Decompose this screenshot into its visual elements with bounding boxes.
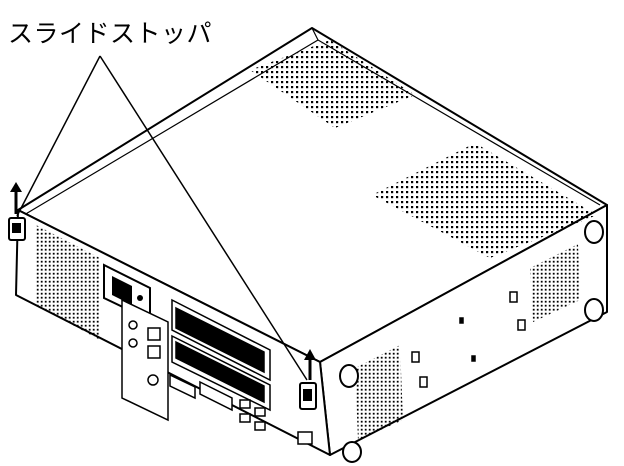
slide-stopper-right (299, 382, 317, 410)
power-inlet (103, 263, 151, 322)
side-vent-rear (355, 345, 403, 440)
case-feet (339, 220, 604, 463)
side-slots (411, 291, 526, 388)
arrow-up-icon (10, 182, 22, 214)
top-vent-front (250, 40, 415, 128)
callout-label: スライドストッパ (8, 19, 213, 48)
rear-fan-vent (36, 225, 100, 340)
expansion-slots (171, 298, 271, 412)
slide-stopper-left (8, 217, 26, 241)
io-panel (121, 298, 169, 422)
top-vent-center (372, 143, 597, 258)
side-vent-front (530, 244, 580, 322)
rear-connectors (169, 373, 313, 445)
arrow-up-icon (304, 349, 316, 380)
leader-lines (16, 55, 308, 381)
